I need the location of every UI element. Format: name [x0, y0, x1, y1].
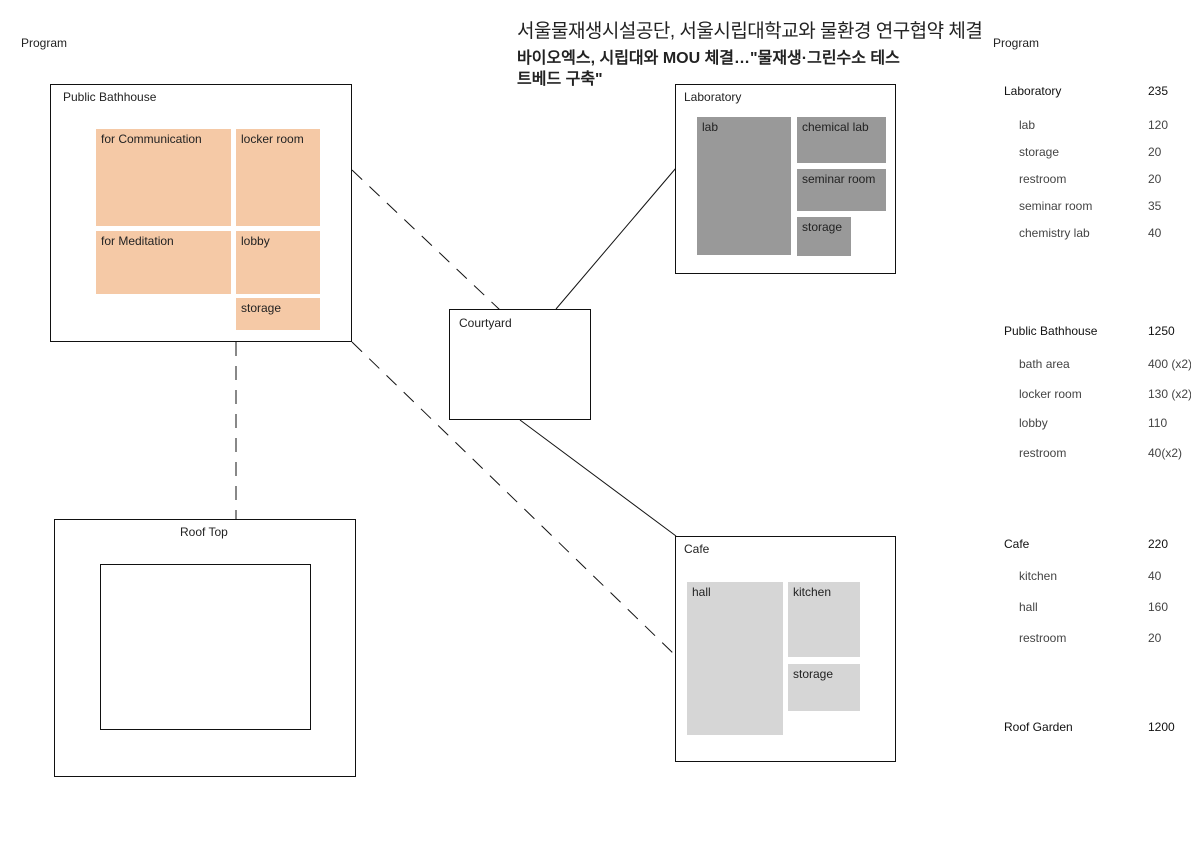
program-item-area: 20: [1148, 172, 1162, 186]
courtyard-title: Courtyard: [459, 316, 512, 330]
link-courtyard-cafe: [519, 419, 677, 537]
bathhouse-title: Public Bathhouse: [63, 90, 157, 104]
room-chemical-lab: chemical lab: [797, 117, 886, 163]
room-lab: lab: [697, 117, 791, 255]
program-group-area: 1250: [1148, 324, 1175, 338]
room-seminar-room: seminar room: [797, 169, 886, 211]
program-item-name: seminar room: [1019, 199, 1093, 213]
program-item-name: lab: [1019, 118, 1036, 132]
program-item-name: storage: [1019, 145, 1060, 159]
program-group-name: Roof Garden: [1004, 720, 1073, 734]
program-item-name: kitchen: [1019, 569, 1058, 583]
program-item-area: 35: [1148, 199, 1162, 213]
room-lobby: lobby: [236, 231, 320, 294]
rooftop-inner-area: [100, 564, 311, 730]
room-cafe-storage: storage: [788, 664, 860, 711]
room-for-meditation: for Meditation: [96, 231, 231, 294]
left-program-heading: Program: [21, 36, 68, 50]
program-item-area: 40: [1148, 569, 1162, 583]
link-bathhouse-courtyard: [351, 169, 501, 311]
rooftop-title: Roof Top: [180, 525, 228, 539]
program-item-area: 130 (x2): [1148, 387, 1191, 401]
rooftop-box: Roof Top: [54, 519, 356, 777]
program-table-heading: Program: [993, 36, 1040, 50]
program-item-name: chemistry lab: [1019, 226, 1090, 240]
program-group-name: Cafe: [1004, 537, 1030, 551]
program-item-name: lobby: [1019, 416, 1048, 430]
program-item-area: 120: [1148, 118, 1169, 132]
program-item-name: locker room: [1019, 387, 1082, 401]
headline-1: 서울물재생시설공단, 서울시립대학교와 물환경 연구협약 체결: [517, 21, 983, 42]
program-item-area: 20: [1148, 145, 1162, 159]
program-item-name: hall: [1019, 600, 1038, 614]
headline-2: 바이오엑스, 시립대와 MOU 체결…"물재생·그린수소 테스트베드 구축": [517, 50, 900, 88]
program-item-area: 160: [1148, 600, 1169, 614]
program-item-area: 20: [1148, 631, 1162, 645]
room-for-communication: for Communication: [96, 129, 231, 226]
bathhouse-box: Public Bathhouse for Communication locke…: [50, 84, 352, 342]
cafe-title: Cafe: [684, 542, 710, 556]
program-item-name: restroom: [1019, 172, 1067, 186]
program-group-name: Laboratory: [1004, 84, 1062, 98]
room-kitchen: kitchen: [788, 582, 860, 657]
program-group-area: 1200: [1148, 720, 1175, 734]
program-item-area: 40: [1148, 226, 1162, 240]
program-group-area: 220: [1148, 537, 1169, 551]
program-item-name: restroom: [1019, 631, 1067, 645]
laboratory-box: Laboratory lab chemical lab seminar room…: [675, 84, 896, 274]
program-item-name: restroom: [1019, 446, 1067, 460]
link-courtyard-lab: [555, 167, 677, 310]
program-item-name: bath area: [1019, 357, 1070, 371]
room-hall: hall: [687, 582, 783, 735]
program-group-area: 235: [1148, 84, 1169, 98]
room-locker-room: locker room: [236, 129, 320, 226]
program-group-name: Public Bathhouse: [1004, 324, 1098, 338]
program-item-area: 40(x2): [1148, 446, 1183, 460]
room-bathhouse-storage: storage: [236, 298, 320, 330]
program-item-area: 400 (x2): [1148, 357, 1191, 371]
cafe-box: Cafe hall kitchen storage: [675, 536, 896, 762]
laboratory-title: Laboratory: [684, 90, 742, 104]
room-lab-storage: storage: [797, 217, 851, 256]
program-item-area: 110: [1148, 416, 1168, 430]
courtyard-box: Courtyard: [449, 309, 591, 420]
